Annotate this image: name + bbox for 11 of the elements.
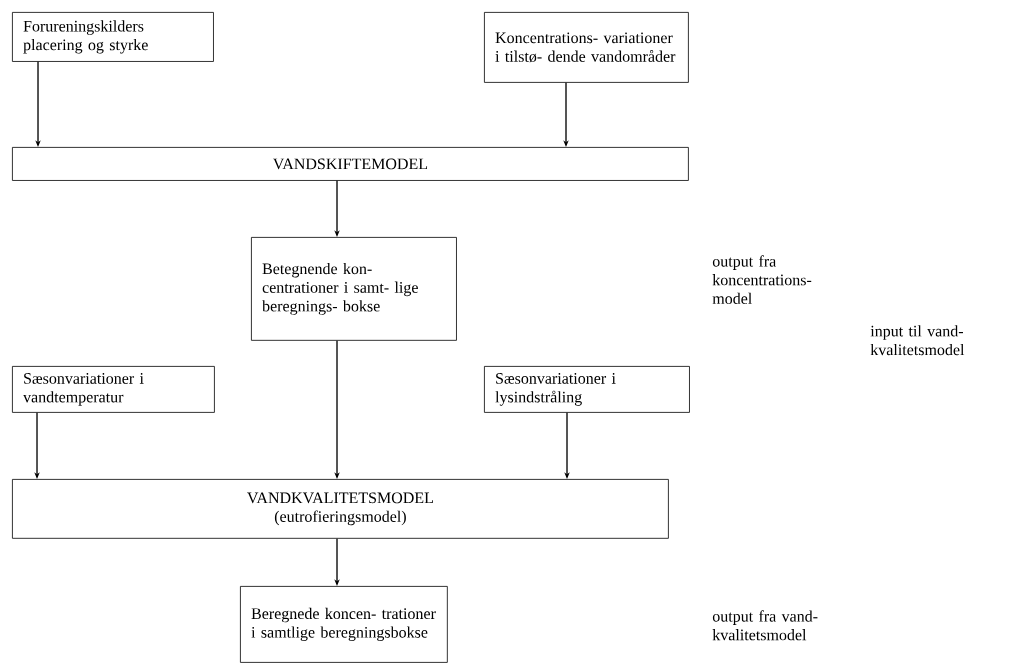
process-box: VANDKVALITETSMODEL (eutrofieringsmodel) <box>12 479 669 539</box>
process-box: Sæsonvariationer i lysindstråling <box>484 366 690 413</box>
process-box: Beregnede koncen- trationer i samtlige beregningsbokse <box>240 586 448 663</box>
annotation-text: output fra vand- kvalitetsmodel <box>712 610 818 641</box>
annotation-text: input til vand- kvalitetsmodel <box>870 325 965 356</box>
process-box: Forureningskilders placering og styrke <box>12 12 214 62</box>
process-box: Sæsonvariationer i vandtemperatur <box>12 366 215 413</box>
process-box: Koncentrations- variationer i tilstø- dende vandområder <box>484 12 689 83</box>
annotation-text: output fra koncentrations- model <box>712 255 812 304</box>
process-box: Betegnende kon- centrationer i samt- lige beregnings- bokse <box>251 237 457 341</box>
process-box: VANDSKIFTEMODEL <box>12 147 689 181</box>
